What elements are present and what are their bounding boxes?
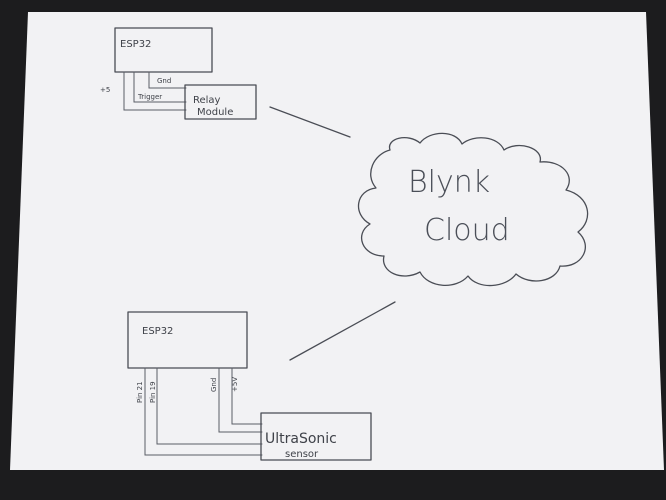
relay-label-line2: Module bbox=[197, 107, 233, 118]
wire-pin19 bbox=[156, 367, 263, 445]
pin-label-plus5: +5 bbox=[100, 86, 110, 94]
wire-sensor-gnd bbox=[218, 367, 263, 433]
relay-label-line1: Relay bbox=[193, 95, 221, 106]
bottom-esp32-block: ESP32 bbox=[127, 311, 248, 369]
relay-module-block: Relay Module bbox=[184, 84, 257, 120]
cloud-label-line2: Cloud bbox=[424, 213, 510, 248]
wire-pin21 bbox=[144, 367, 263, 456]
cloud-label-line1: Blynk bbox=[408, 165, 490, 200]
pin-label-gnd: Gnd bbox=[157, 77, 171, 85]
bottom-esp32-box bbox=[127, 311, 248, 369]
sensor-label-line1: UltraSonic bbox=[265, 431, 337, 447]
relay-module-box bbox=[184, 84, 257, 120]
wire-plus5 bbox=[123, 71, 187, 111]
pin-label-sensor-gnd: Gnd bbox=[210, 378, 218, 392]
top-esp32-block: ESP32 bbox=[114, 27, 213, 73]
pin-label-sensor-plus5v: +5V bbox=[231, 377, 239, 392]
wire-trigger bbox=[133, 71, 187, 103]
ultrasonic-sensor-block: UltraSonic sensor bbox=[260, 412, 372, 461]
top-wiring: +5 Gnd Trigger bbox=[100, 71, 187, 111]
cloud-outline bbox=[357, 132, 589, 287]
wire-gnd bbox=[148, 71, 187, 89]
top-esp32-box bbox=[114, 27, 213, 73]
wire-sensor-plus5v bbox=[231, 367, 263, 425]
sensor-label-line2: sensor bbox=[285, 449, 319, 460]
pin-label-pin19: Pin 19 bbox=[149, 381, 157, 403]
pin-label-trigger: Trigger bbox=[137, 93, 162, 101]
ultrasonic-sensor-box bbox=[260, 412, 372, 461]
link-relay-cloud bbox=[269, 106, 351, 138]
pin-label-pin21: Pin 21 bbox=[136, 381, 144, 403]
bottom-esp32-label: ESP32 bbox=[142, 326, 173, 337]
bottom-wiring: Pin 21 Pin 19 Gnd +5V bbox=[136, 367, 263, 456]
top-esp32-label: ESP32 bbox=[120, 39, 151, 50]
link-cloud-esp32 bbox=[289, 301, 396, 361]
paper-sheet bbox=[10, 12, 664, 470]
blynk-cloud: Blynk Cloud bbox=[357, 132, 589, 287]
